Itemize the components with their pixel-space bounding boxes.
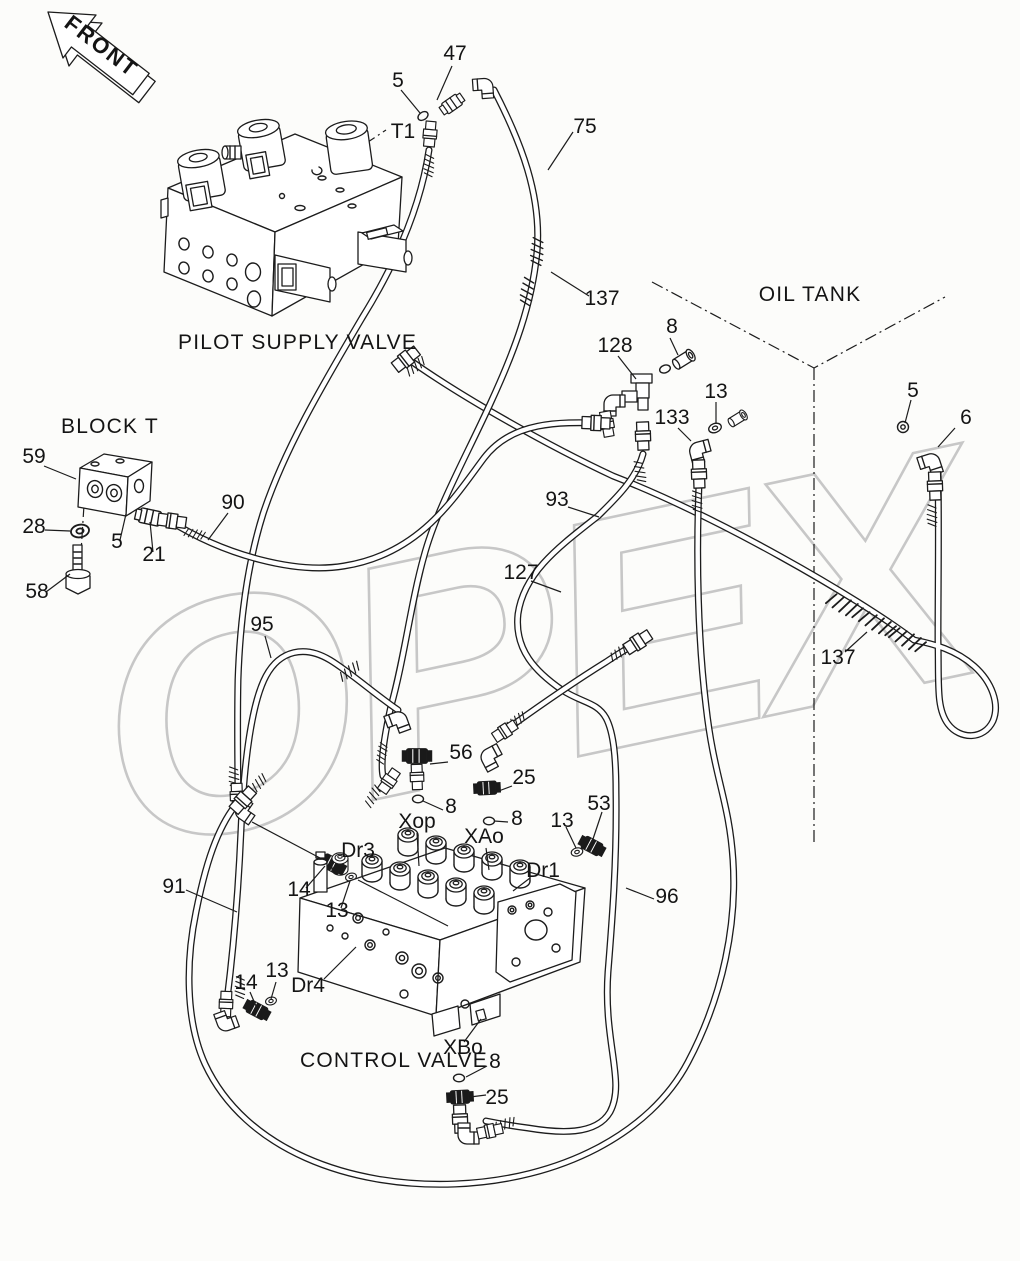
tee-fitting-128 (597, 373, 653, 451)
part-label-127: 127 (503, 561, 538, 584)
pilot-supply-valve-title: PILOT SUPPLY VALVE (178, 331, 417, 354)
port-label-xao: XAo (464, 825, 504, 848)
part-label-133: 133 (654, 406, 689, 429)
hose-end-90 (581, 414, 611, 432)
hose-93 (482, 450, 647, 1135)
part-label-6: 6 (960, 406, 972, 429)
part-label-8-xao: 8 (511, 807, 523, 830)
leader-lines (43, 65, 956, 1098)
part-label-14-dr4: 14 (234, 971, 258, 994)
hose-127 (400, 352, 999, 740)
part-label-91: 91 (162, 875, 185, 898)
port-label-dr1: Dr1 (526, 859, 560, 882)
front-arrow: FRONT (47, 10, 156, 104)
part-label-75: 75 (573, 115, 596, 138)
part-label-13-oiltank: 13 (704, 380, 727, 403)
part-label-137-top: 137 (584, 287, 619, 310)
part-label-25-bottom: 25 (485, 1086, 508, 1109)
part-label-8-oiltank: 8 (666, 315, 678, 338)
plug-fitting-8-oiltank (657, 347, 698, 376)
watermark: OPEX (62, 371, 1020, 923)
part-label-5-top: 5 (392, 69, 404, 92)
part-label-95: 95 (250, 613, 273, 636)
part-label-28: 28 (22, 515, 45, 538)
watermark-text: OPEX (64, 372, 1020, 921)
part-label-90: 90 (221, 491, 244, 514)
hose-90 (166, 419, 604, 572)
nut-fitting-47 (437, 90, 467, 118)
block-t-drawing (77, 453, 153, 517)
nut-fitting-21 (133, 506, 188, 532)
xbo-fitting-stack (445, 1073, 505, 1145)
elbow-fitting-75 (471, 77, 495, 100)
labels: 47 5 T1 75 137 PILOT SUPPLY VALVE 128 8 … (22, 42, 972, 1109)
oil-tank-reference-lines (337, 129, 946, 845)
part-label-137-right: 137 (820, 646, 855, 669)
pilot-valve-subcylinder (221, 145, 242, 160)
part-label-58: 58 (25, 580, 48, 603)
oring-5-right (896, 420, 910, 434)
part-label-128: 128 (597, 334, 632, 357)
control-valve-right-block (495, 883, 577, 983)
part-label-56: 56 (449, 741, 472, 764)
pilot-supply-valve-drawing (160, 118, 413, 317)
part-label-8-xop: 8 (445, 795, 457, 818)
part-label-96: 96 (655, 885, 678, 908)
part-label-5-blockt: 5 (111, 530, 123, 553)
hose-xao-feeder (506, 641, 638, 731)
part-label-14-dr3: 14 (287, 878, 311, 901)
port-label-xbo: XBo (443, 1036, 483, 1059)
elbow-hose-95-end (213, 990, 278, 1034)
part-label-13-dr4: 13 (265, 959, 288, 982)
control-valve-spool (313, 851, 328, 893)
port-label-xop: Xop (398, 810, 435, 833)
part-label-13-53: 13 (550, 809, 573, 832)
port-label-t1: T1 (391, 120, 416, 143)
port-label-dr4: Dr4 (291, 974, 325, 997)
control-valve-drawing (297, 827, 586, 1037)
part-label-53: 53 (587, 792, 610, 815)
part-label-59: 59 (22, 445, 45, 468)
oil-tank-title: OIL TANK (759, 283, 862, 306)
hose-end-t1 (421, 120, 439, 148)
part-label-5-right: 5 (907, 379, 919, 402)
part-label-25-mid: 25 (512, 766, 535, 789)
control-valve-title: CONTROL VALVE (300, 1049, 488, 1072)
pilot-valve-front-solenoid (274, 254, 337, 303)
part-label-13-dr3: 13 (325, 899, 348, 922)
part-label-47: 47 (443, 42, 466, 65)
hose-96 (185, 480, 738, 1188)
part-label-21: 21 (142, 543, 165, 566)
fittings (65, 77, 945, 1145)
part-label-8-xbo: 8 (489, 1050, 501, 1073)
pilot-valve-right-solenoid (357, 224, 413, 273)
washer-28 (69, 522, 91, 540)
bolt-58 (65, 504, 91, 595)
port-label-dr3: Dr3 (341, 839, 375, 862)
plug-53 (569, 833, 608, 859)
part-label-93: 93 (545, 488, 568, 511)
block-t-title: BLOCK T (61, 415, 159, 438)
hoses (166, 86, 999, 1188)
